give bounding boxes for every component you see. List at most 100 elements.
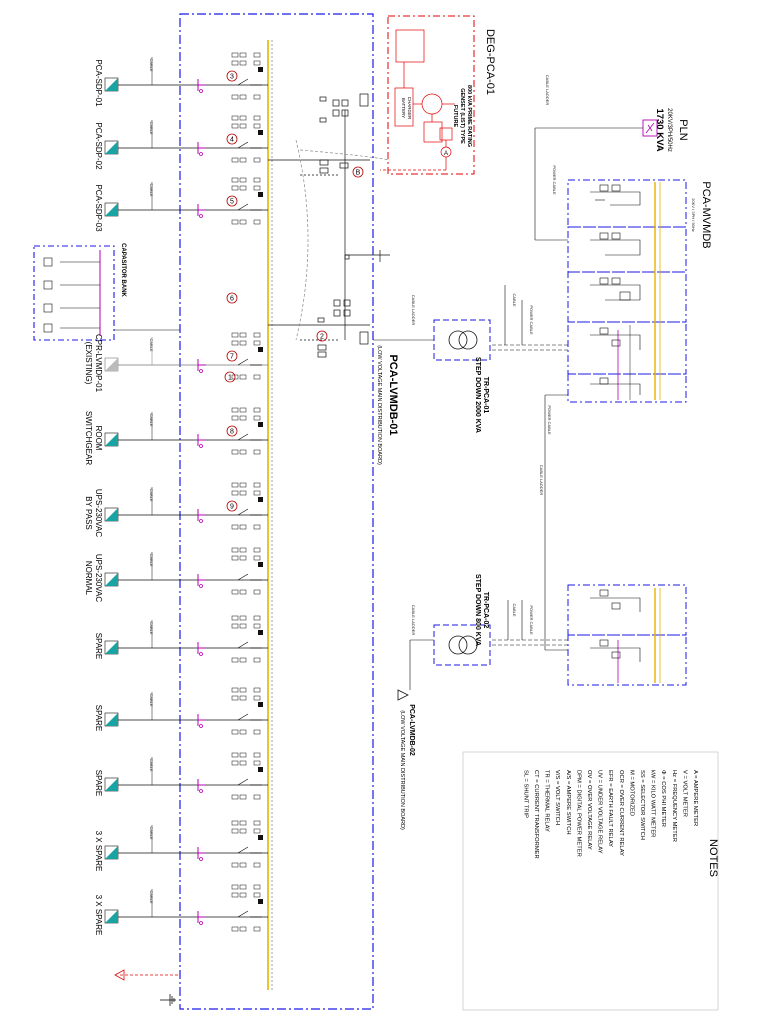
note-item: OV = OVER VOLTAGE RELAY	[586, 770, 592, 850]
feeder-4-sublabel: (EXISTING)	[84, 342, 93, 385]
svg-text:CABLE: CABLE	[149, 826, 154, 839]
svg-text:CABLE: CABLE	[149, 488, 154, 501]
svg-text:B: B	[356, 170, 361, 177]
notes-title: NOTES	[707, 839, 719, 877]
marker-2: 2	[316, 330, 328, 342]
note-item: Hz = FREQUENCY METER	[671, 770, 677, 842]
feeder-12: CABLE 3 X SPARE	[94, 884, 268, 936]
generator-marker-A: A	[444, 151, 448, 157]
svg-text:CABLE LADDER: CABLE LADDER	[539, 465, 544, 496]
feeder-4-marker: 7	[226, 350, 238, 362]
notes-box	[462, 751, 719, 1011]
mv-cables	[373, 285, 568, 690]
marker-B: B	[352, 166, 364, 178]
note-item: Φ = COS PHI METER	[660, 770, 666, 827]
lvmdb-02-busbar	[617, 588, 661, 683]
svg-text:CABLE: CABLE	[512, 603, 517, 616]
note-item: SS = SELECTOR SWITCH	[639, 770, 645, 840]
svg-text:POWER CABLE: POWER CABLE	[529, 305, 534, 335]
feeder-9-label: SPARE	[94, 705, 103, 732]
feeder-2-marker: 4	[226, 133, 238, 145]
svg-text:2: 2	[320, 334, 324, 341]
svg-text:CABLE: CABLE	[149, 183, 154, 196]
svg-text:6: 6	[230, 296, 234, 303]
marker-6: 6	[226, 292, 238, 304]
svg-text:POWER CABLE: POWER CABLE	[552, 165, 557, 195]
svg-text:CABLE: CABLE	[149, 58, 154, 71]
svg-text:CABLE: CABLE	[149, 121, 154, 134]
feeder-2: CABLE PCA-SDP-02 4	[94, 115, 268, 170]
svg-text:CABLE LADDER: CABLE LADDER	[411, 605, 416, 636]
feeder-7-label: UPS-230VAC	[94, 554, 103, 603]
feeder-3: CABLE PCA-SDP-03 5	[94, 177, 268, 232]
lvmdb-02-subtitle: (LOW VOLTAGE MAIN DISTRIBUTION BOARD)	[399, 710, 405, 830]
feeder-3-marker: 5	[226, 195, 238, 207]
generator-note-3: 800 kVA PRIME RATING	[466, 85, 472, 147]
feeder-11-label: 3 X SPARE	[94, 831, 103, 872]
svg-text:CABLE: CABLE	[512, 293, 517, 306]
mvmdb-switchgear	[590, 184, 641, 395]
svg-text:CABLE LADDER: CABLE LADDER	[545, 75, 550, 106]
transformer-2-name: TR-PCA-02	[482, 592, 489, 629]
mvmdb-title: PCA-MVMDB	[700, 181, 712, 248]
generator-title: DEG-PCA-01	[484, 29, 496, 95]
feeder-12-label: 3 X SPARE	[94, 895, 103, 936]
generator-internal	[380, 29, 455, 171]
generator-note-2: GENSET (LIST) TYPE	[459, 88, 465, 144]
feeder-5-marker: 8	[226, 425, 238, 437]
svg-text:3: 3	[230, 74, 234, 81]
note-item: A/S = AMPERE SWITCH	[565, 770, 571, 835]
feeder-4: CABLE CPR-LVMDP-01(EXISTING) 7	[84, 332, 268, 393]
feeder-1-marker: 3	[226, 70, 238, 82]
svg-text:CABLE: CABLE	[149, 890, 154, 903]
note-item: EFR = EARTH FAULT RELAY	[607, 770, 613, 847]
svg-text:CABLE: CABLE	[149, 338, 154, 351]
pln-rating: 1730 KVA	[654, 108, 665, 151]
note-item: SL = SHUNT TRIP	[522, 770, 528, 818]
svg-text:8: 8	[230, 429, 234, 436]
svg-text:POWER CABLE: POWER CABLE	[529, 605, 534, 635]
lvmdb-02-title: PCA-LVMDB-02	[408, 704, 415, 756]
pln-cable	[534, 127, 643, 241]
svg-text:CABLE LADDER: CABLE LADDER	[411, 295, 416, 326]
transformer-2-rating: STEP DOWN 800 KVA	[474, 574, 481, 646]
marker-1: 1	[224, 371, 236, 383]
svg-text:1: 1	[228, 375, 232, 382]
note-item: UV = UNDER VOLTAGE RELAY	[597, 770, 603, 854]
svg-text:CABLE: CABLE	[149, 553, 154, 566]
lvmdb-01-title: PCA-LVMDB-01	[387, 354, 399, 435]
capacitor-bank-border	[33, 245, 115, 341]
svg-text:CABLE: CABLE	[149, 413, 154, 426]
note-item: OCR = OVER CURRENT RELAY	[618, 770, 624, 856]
transformer-1-name: TR-PCA-01	[482, 377, 489, 414]
note-item: M = MOTORIZED	[628, 770, 634, 816]
feeder-5-sublabel: SWITCHGEAR	[84, 411, 93, 465]
feeder-4-label: CPR-LVMDP-01	[94, 334, 103, 393]
pln-spec: 20KV/3PH/50Hz	[666, 108, 672, 152]
feeder-6-label: UPS-230VAC	[94, 489, 103, 538]
feeder-11: CABLE 3 X SPARE	[94, 820, 268, 872]
svg-text:4: 4	[230, 137, 234, 144]
note-item: CT = CURRENT TRANSFORMER	[533, 770, 539, 859]
feeder-2-label: PCA-SDP-02	[94, 122, 103, 170]
note-item: kW = KILO WATT METER	[650, 770, 656, 837]
feeder-8-label: SPARE	[94, 633, 103, 660]
svg-text:9: 9	[230, 504, 234, 511]
lvmdb-01-panel-border	[179, 13, 374, 1010]
feeder-7-sublabel: NORMAL	[84, 561, 93, 596]
lvmdb-01-subtitle: (LOW VOLTAGE MAIN DISTRIBUTION BOARD)	[376, 345, 382, 465]
ground-symbol	[160, 994, 176, 1006]
future-expansion-arrow	[114, 969, 180, 981]
feeder-9: CABLE SPARE	[94, 687, 268, 735]
capacitor-bank-label: CAPASITOR BANK	[120, 243, 126, 297]
svg-text:CABLE: CABLE	[149, 693, 154, 706]
note-item: TR = THERMAL RELAY	[544, 770, 550, 832]
svg-text:CABLE: CABLE	[149, 758, 154, 771]
feeder-3-label: PCA-SDP-03	[94, 184, 103, 232]
